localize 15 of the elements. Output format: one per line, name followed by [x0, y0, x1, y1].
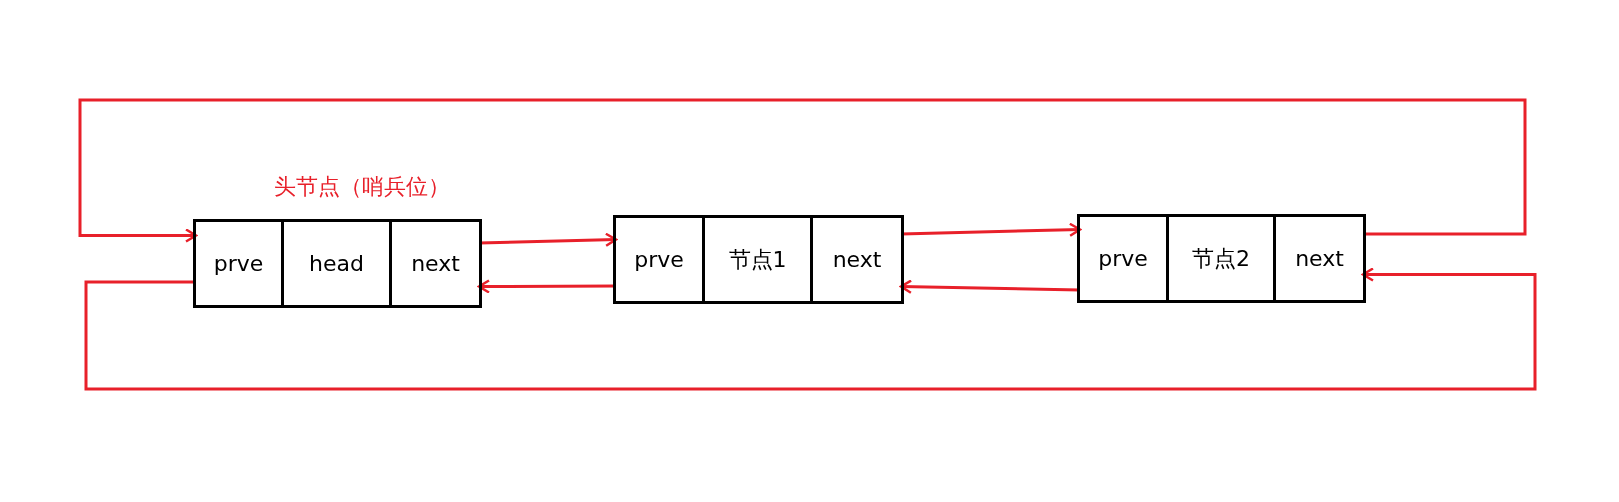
field-cell: next: [1273, 217, 1363, 300]
field-cell: next: [810, 218, 901, 301]
list-node-box: [613, 215, 904, 304]
field-cell: prve: [1080, 217, 1166, 300]
list-node-box: [1077, 214, 1366, 303]
field-cell: prve: [616, 218, 702, 301]
field-cell: 节点1: [702, 218, 810, 301]
arrow: [477, 279, 616, 294]
field-cell: prve: [196, 222, 281, 305]
arrow: [78, 98, 1527, 243]
field-cell: head: [281, 222, 389, 305]
node-heading: 头节点（哨兵位）: [274, 173, 450, 201]
field-cell: 节点2: [1166, 217, 1273, 300]
arrow: [84, 267, 1537, 391]
field-cell: next: [389, 222, 479, 305]
